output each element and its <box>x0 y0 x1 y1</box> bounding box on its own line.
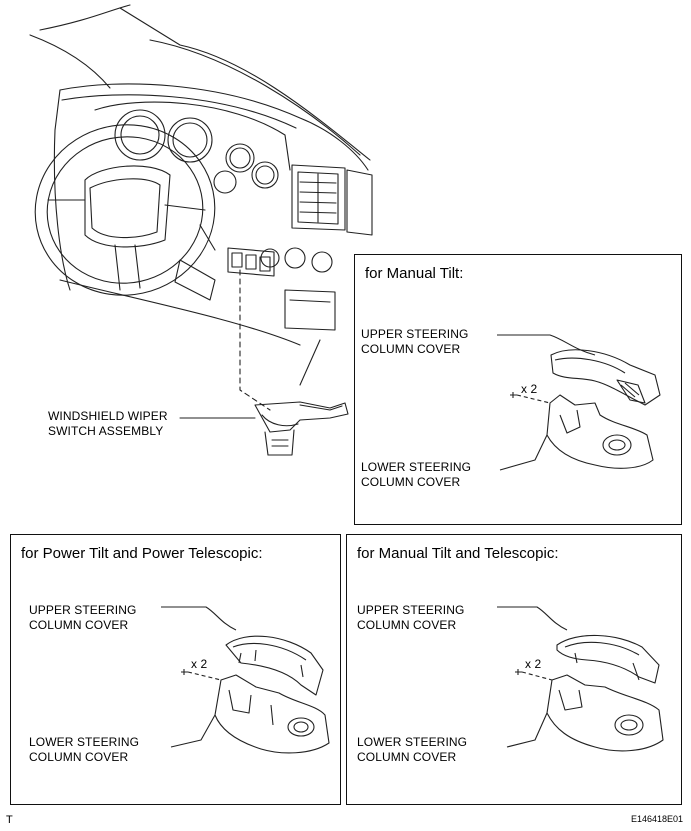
footer-figure-id: E146418E01 <box>630 814 683 824</box>
panel-title: for Manual Tilt: <box>365 265 464 282</box>
upper-cover-label-line2: COLUMN COVER <box>29 618 129 632</box>
panel-title: for Power Tilt and Power Telescopic: <box>21 545 263 562</box>
column-cover-illustration <box>497 334 661 471</box>
screw-quantity: x 2 <box>525 657 542 671</box>
screw-quantity: x 2 <box>191 657 208 671</box>
upper-cover-label-line1: UPPER STEERING <box>361 327 469 341</box>
panel-manual-tilt: for Manual Tilt: UPPER STEERING COLUMN C… <box>354 254 682 525</box>
upper-cover-label-line1: UPPER STEERING <box>29 603 137 617</box>
lower-cover-label-line2: COLUMN COVER <box>29 750 129 764</box>
column-cover-illustration <box>497 606 664 752</box>
lower-cover-label-line1: LOWER STEERING <box>357 735 468 749</box>
wiper-label-line1: WINDSHIELD WIPER <box>48 409 168 423</box>
panel-power-tilt-telescopic: for Power Tilt and Power Telescopic: UPP… <box>10 534 341 805</box>
lower-cover-label-line2: COLUMN COVER <box>357 750 457 764</box>
lower-cover-label-line1: LOWER STEERING <box>29 735 140 749</box>
lower-cover-label-line2: COLUMN COVER <box>361 475 461 489</box>
panel-title: for Manual Tilt and Telescopic: <box>357 545 559 562</box>
upper-cover-label-line2: COLUMN COVER <box>361 342 461 356</box>
screw-quantity: x 2 <box>521 382 538 396</box>
upper-cover-label-line1: UPPER STEERING <box>357 603 465 617</box>
column-cover-illustration <box>161 606 330 754</box>
panel-manual-tilt-telescopic: for Manual Tilt and Telescopic: UPPER ST… <box>346 534 682 805</box>
footer-left-mark: T <box>6 814 13 826</box>
upper-cover-label-line2: COLUMN COVER <box>357 618 457 632</box>
lower-cover-label-line1: LOWER STEERING <box>361 460 472 474</box>
wiper-label-line2: SWITCH ASSEMBLY <box>48 424 164 438</box>
